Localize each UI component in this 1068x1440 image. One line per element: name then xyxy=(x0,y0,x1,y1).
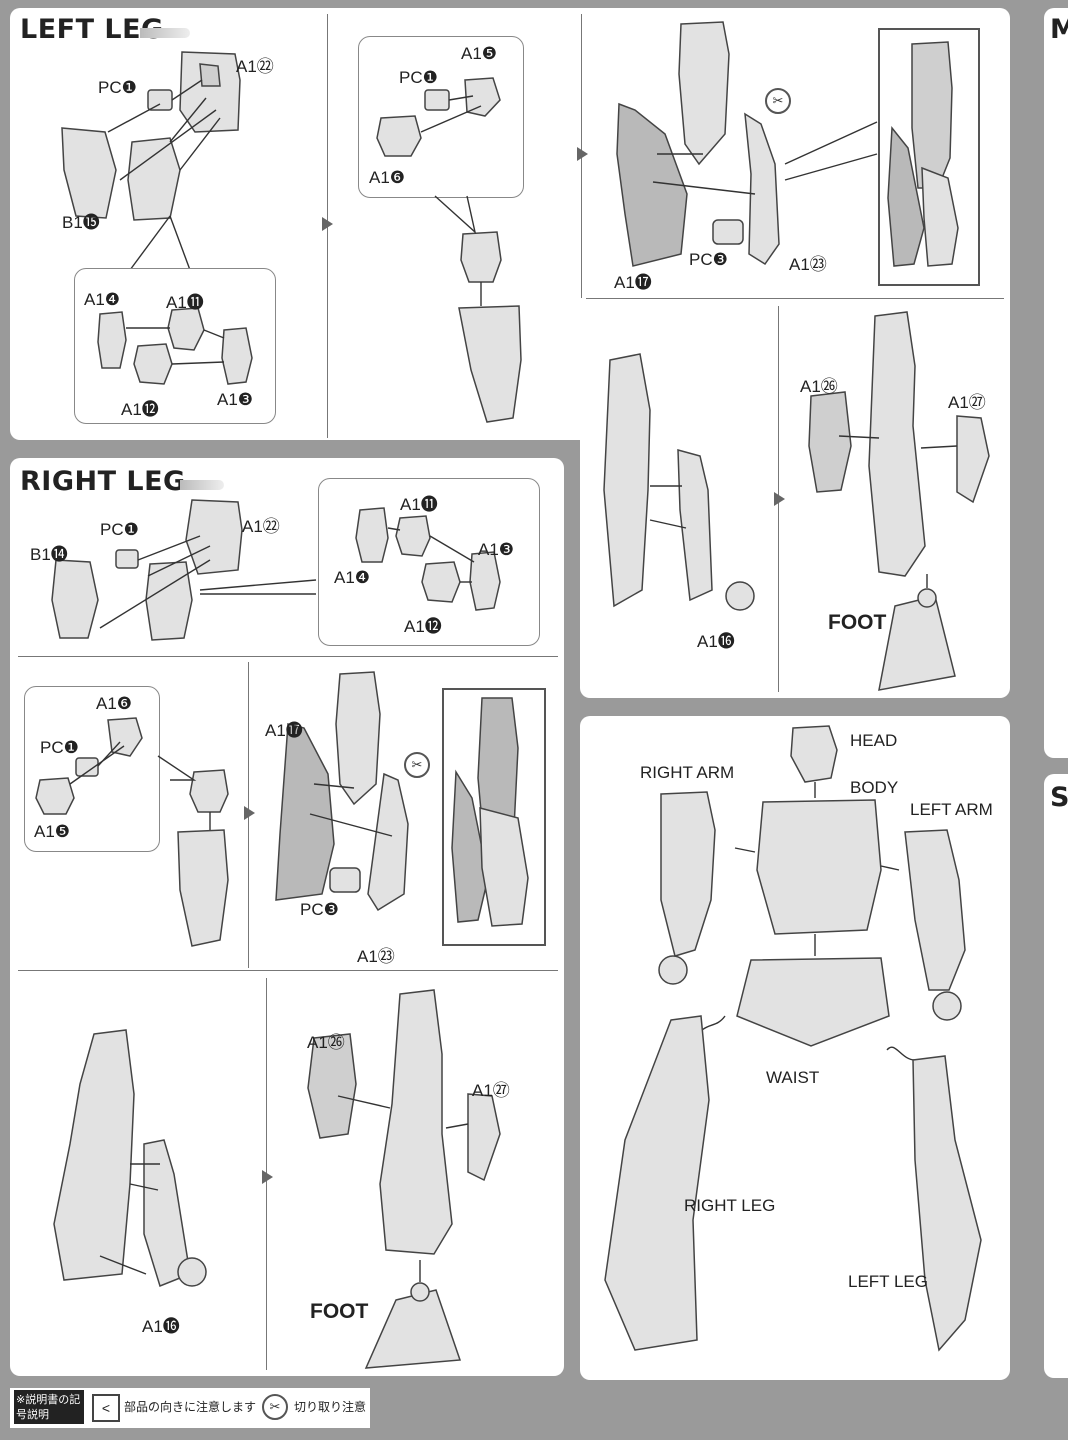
part-label: A1❹ xyxy=(84,290,121,309)
right-leg-step3-drawing xyxy=(275,671,409,912)
right-leg-step1-drawing xyxy=(51,499,317,641)
right-leg-title: RIGHT LEG xyxy=(20,466,186,497)
full-assembly-drawing xyxy=(604,725,982,1352)
sub-assembly-callout xyxy=(318,478,540,646)
part-label: PC❶ xyxy=(40,738,79,757)
assembly-label-right-leg: RIGHT LEG xyxy=(684,1196,776,1215)
assembly-label-left-leg: LEFT LEG xyxy=(848,1272,928,1291)
part-label: A1❻ xyxy=(96,694,133,713)
sub-assembly-drawing xyxy=(355,507,501,611)
cut-caution-icon: ✂ xyxy=(262,1394,288,1420)
next-section-bottom xyxy=(1044,774,1068,1378)
part-label: A1❻ xyxy=(369,168,406,187)
legend-title: ※説明書の記号説明 xyxy=(14,1390,84,1424)
assembly-label-right-arm: RIGHT ARM xyxy=(640,763,735,782)
part-label: A1⓰ xyxy=(142,1317,180,1336)
left-leg-title: LEFT LEG xyxy=(20,14,164,45)
cut-caution-text: 切り取り注意 xyxy=(294,1400,367,1414)
part-label: A1㉖ xyxy=(800,377,838,396)
part-label: A1㉖ xyxy=(307,1033,345,1052)
part-label: PC❸ xyxy=(689,250,728,269)
assembly-label-waist: WAIST xyxy=(766,1068,820,1087)
step-arrow xyxy=(262,1170,273,1184)
part-label: PC❶ xyxy=(100,520,139,539)
left-leg-step2-drawing xyxy=(376,77,522,423)
step-arrow xyxy=(322,217,333,231)
part-label: A1⓰ xyxy=(697,632,735,651)
part-label: PC❶ xyxy=(98,78,137,97)
orientation-icon: < xyxy=(92,1394,120,1422)
part-label: A1❸ xyxy=(217,390,254,409)
foot-label: FOOT xyxy=(828,611,887,634)
part-label: PC❶ xyxy=(399,68,438,87)
part-label: A1❺ xyxy=(461,44,498,63)
cut-caution-icon: ✂ xyxy=(404,752,430,778)
part-label: A1❹ xyxy=(334,568,371,587)
part-label: A1㉒ xyxy=(236,57,274,76)
part-label: A1⓫ xyxy=(400,495,438,514)
divider xyxy=(18,656,558,657)
orientation-text: 部品の向きに注意します xyxy=(124,1400,257,1414)
assembly-label-left-arm: LEFT ARM xyxy=(910,800,993,819)
sub-assembly-drawing xyxy=(97,307,253,385)
cut-caution-icon: ✂ xyxy=(765,88,791,114)
divider xyxy=(586,298,1004,299)
step-arrow xyxy=(577,147,588,161)
part-label: PC❸ xyxy=(300,900,339,919)
part-label: B1⓮ xyxy=(30,545,68,564)
detail-inset-drawing xyxy=(887,41,959,267)
part-label: A1❸ xyxy=(478,540,515,559)
part-label: A1㉗ xyxy=(472,1081,510,1100)
assembly-label-body: BODY xyxy=(850,778,899,797)
next-section-top xyxy=(1044,8,1068,758)
part-label: A1⓱ xyxy=(614,273,652,292)
right-leg-step2-drawing xyxy=(35,717,229,947)
assembly-label-head: HEAD xyxy=(850,731,898,750)
part-label: B1⓯ xyxy=(62,213,100,232)
part-label: A1⓫ xyxy=(166,293,204,312)
title-swoosh xyxy=(180,480,224,490)
step-arrow xyxy=(774,492,785,506)
divider xyxy=(581,14,582,442)
part-label: A1❺ xyxy=(34,822,71,841)
detail-inset-drawing xyxy=(451,697,529,927)
part-label: A1⓬ xyxy=(121,400,159,419)
left-leg-step1-drawing xyxy=(61,51,241,271)
part-label: A1⓱ xyxy=(265,721,303,740)
part-label: A1㉗ xyxy=(948,393,986,412)
next-section-letter: S xyxy=(1050,782,1068,813)
right-leg-step4-drawing xyxy=(53,1029,207,1287)
part-label: A1⓬ xyxy=(404,617,442,636)
left-leg-step5-drawing xyxy=(808,311,990,691)
left-leg-step4-drawing xyxy=(603,353,755,611)
step-arrow xyxy=(244,806,255,820)
divider xyxy=(18,970,558,971)
part-label: A1㉓ xyxy=(357,947,395,966)
part-label: A1㉒ xyxy=(242,517,280,536)
next-section-letter: M xyxy=(1050,14,1068,45)
left-leg-step3-drawing xyxy=(616,21,878,267)
title-swoosh xyxy=(140,28,190,38)
part-label: A1㉓ xyxy=(789,255,827,274)
foot-label: FOOT xyxy=(310,1300,369,1323)
right-leg-step5-drawing xyxy=(307,989,501,1369)
